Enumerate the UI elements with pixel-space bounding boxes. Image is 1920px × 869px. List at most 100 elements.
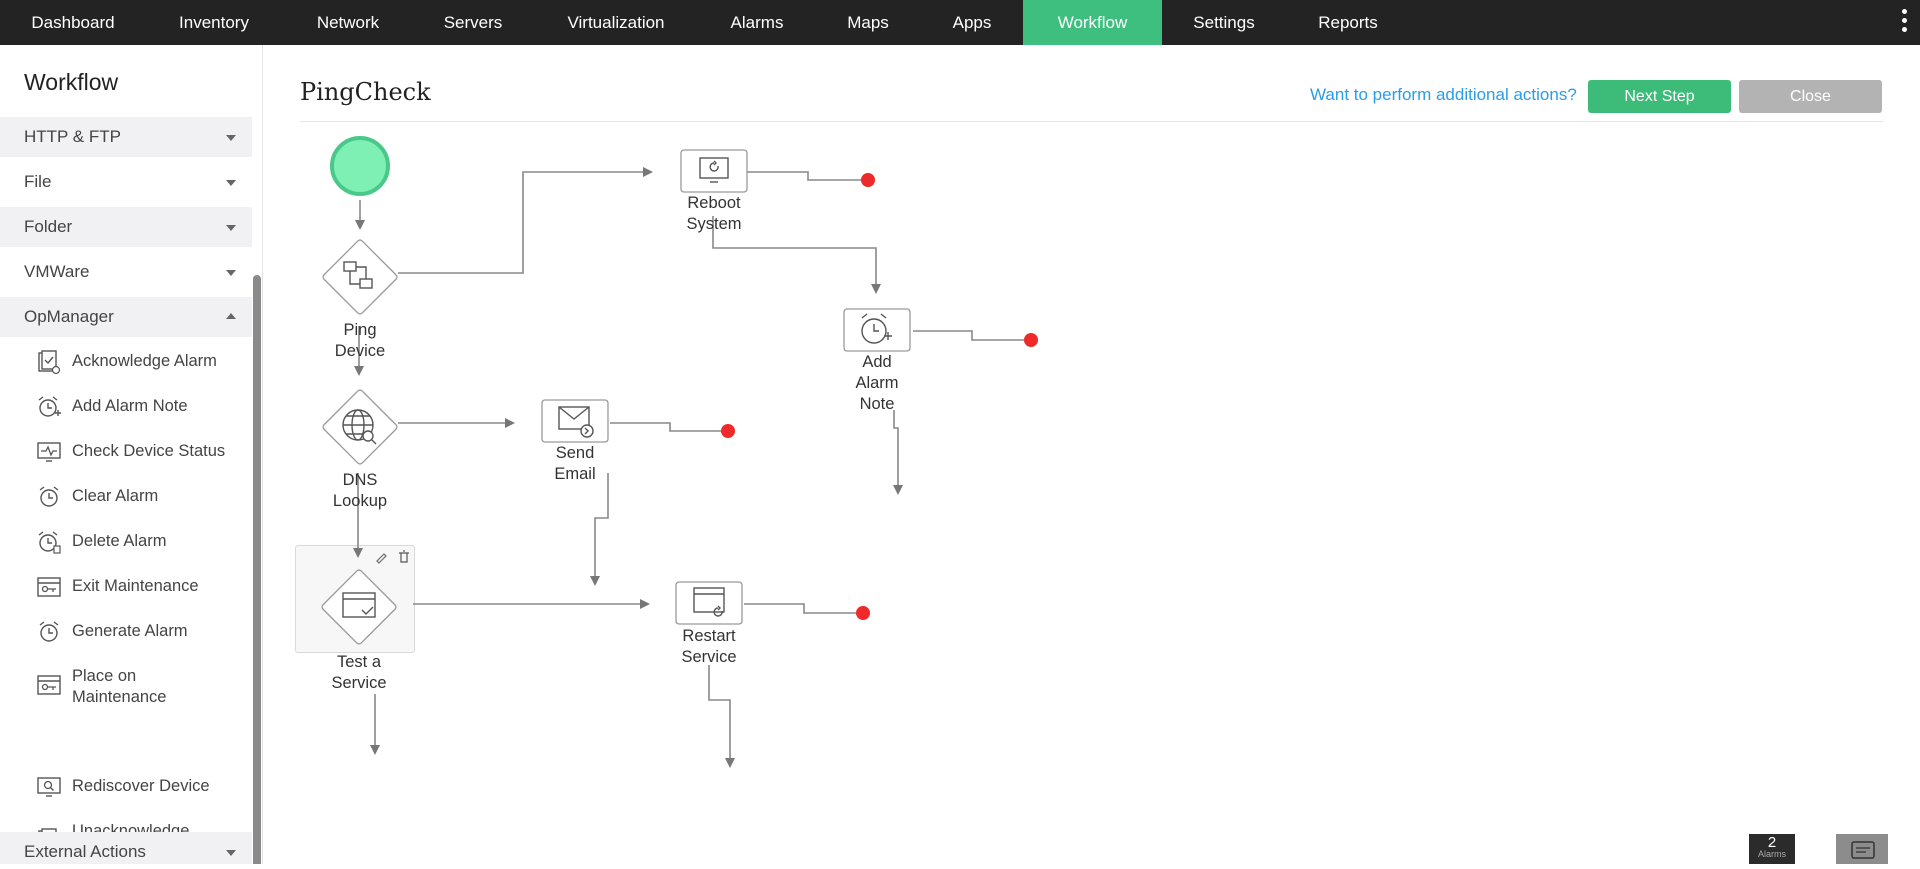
top-nav: Dashboard Inventory Network Servers Virt…	[0, 0, 1920, 45]
action-label: Exit Maintenance	[72, 577, 199, 595]
check-device-status-icon	[37, 442, 61, 462]
category-http-ftp[interactable]: HTTP & FTP	[0, 117, 252, 157]
category-file[interactable]: File	[0, 162, 252, 202]
end-node-note	[1024, 333, 1038, 347]
nav-inventory[interactable]: Inventory	[179, 13, 249, 32]
node-label-add-alarm-note: Add Alarm Note	[855, 353, 899, 413]
send-email-node	[541, 399, 609, 443]
rediscover-device-icon	[37, 777, 61, 797]
nav-settings[interactable]: Settings	[1193, 13, 1255, 32]
nav-apps[interactable]: Apps	[952, 13, 992, 32]
action-clear-alarm[interactable]: Clear Alarm	[36, 484, 250, 514]
action-rediscover-device[interactable]: Rediscover Device	[36, 774, 250, 804]
node-label-reboot-system: Reboot System	[686, 194, 742, 233]
action-place-on-maintenance[interactable]: Place on Maintenance	[36, 664, 250, 709]
action-label: Clear Alarm	[72, 487, 159, 505]
chat-bubble-icon	[1851, 841, 1875, 859]
chevron-down-icon	[226, 135, 236, 141]
chevron-down-icon	[226, 850, 236, 856]
connector-restart-out	[708, 665, 735, 768]
node-label-send-email: Send Email	[554, 444, 596, 483]
sidebar: Workflow HTTP & FTP File Folder VMWare O…	[0, 45, 263, 864]
nav-servers[interactable]: Servers	[443, 13, 503, 32]
connector-email-restart	[590, 473, 609, 586]
ping-device-node	[322, 239, 398, 315]
selected-node-box	[295, 545, 415, 653]
connectors	[353, 167, 1031, 768]
restart-service-icon	[693, 587, 725, 617]
generate-alarm-icon	[39, 621, 59, 642]
email-icon	[558, 406, 594, 438]
end-node-email	[721, 424, 735, 438]
node-label-restart-service: Restart Service	[681, 627, 737, 666]
nav-workflow[interactable]: Workflow	[1023, 0, 1162, 45]
end-node-restart	[856, 606, 870, 620]
action-label: Place on Maintenance	[72, 667, 167, 706]
connector-note-out	[893, 410, 903, 495]
action-label: Rediscover Device	[72, 777, 210, 795]
alarm-count-widget[interactable]: 2 Alarms	[1749, 834, 1795, 864]
delete-alarm-icon	[38, 531, 61, 554]
category-label: VMWare	[24, 262, 90, 281]
chevron-up-icon	[226, 313, 236, 319]
nav-virtualization[interactable]: Virtualization	[567, 13, 665, 32]
node-label-ping-device: Ping Device	[334, 321, 386, 360]
node-label-dns-lookup: DNS Lookup	[332, 471, 388, 510]
action-generate-alarm[interactable]: Generate Alarm	[36, 619, 250, 649]
node-label-test-service: Test a Service	[331, 653, 387, 692]
reboot-system-node	[680, 149, 748, 193]
action-delete-alarm[interactable]: Delete Alarm	[36, 529, 250, 559]
alarm-label: Alarms	[1757, 849, 1786, 859]
category-label: File	[24, 172, 52, 191]
chevron-down-icon	[226, 225, 236, 231]
nav-reports[interactable]: Reports	[1318, 13, 1378, 32]
category-vmware[interactable]: VMWare	[0, 252, 252, 292]
network-devices-icon	[343, 261, 373, 289]
add-alarm-note-icon	[38, 396, 61, 417]
next-step-button[interactable]: Next Step	[1588, 80, 1731, 113]
connector-email-end	[610, 422, 728, 432]
header-divider	[300, 121, 1883, 122]
exit-maintenance-icon	[37, 577, 61, 597]
reboot-monitor-icon	[699, 157, 729, 183]
chat-icon[interactable]	[1836, 834, 1888, 864]
chevron-down-icon	[226, 270, 236, 276]
category-external-actions[interactable]: External Actions	[0, 832, 252, 864]
category-label: Folder	[24, 217, 73, 236]
chevron-down-icon	[226, 180, 236, 186]
connector-ping-reboot	[398, 167, 653, 274]
nav-maps[interactable]: Maps	[847, 13, 889, 32]
additional-actions-link[interactable]: Want to perform additional actions?	[1310, 85, 1577, 104]
action-label: Generate Alarm	[72, 622, 188, 640]
alarm-count: 2	[1767, 834, 1777, 851]
workflow-title: PingCheck	[300, 78, 431, 106]
start-node	[330, 136, 390, 196]
add-alarm-note-node	[843, 308, 911, 352]
category-label: OpManager	[24, 307, 114, 326]
nav-dashboard[interactable]: Dashboard	[31, 13, 115, 32]
category-opmanager[interactable]: OpManager	[0, 297, 252, 337]
alarm-clock-plus-icon	[861, 313, 892, 344]
action-exit-maintenance[interactable]: Exit Maintenance	[36, 574, 250, 604]
connector-note-end	[913, 330, 1031, 341]
category-folder[interactable]: Folder	[0, 207, 252, 247]
globe-search-icon	[342, 409, 377, 445]
close-button[interactable]: Close	[1739, 80, 1882, 113]
action-check-device-status[interactable]: Check Device Status	[36, 439, 250, 469]
place-on-maintenance-icon	[37, 675, 61, 695]
category-label: External Actions	[24, 842, 146, 861]
action-acknowledge-alarm[interactable]: Acknowledge Alarm	[36, 349, 250, 379]
action-label: Add Alarm Note	[72, 397, 188, 415]
action-label: Acknowledge Alarm	[72, 352, 217, 370]
action-label: Delete Alarm	[72, 532, 167, 550]
dns-lookup-node	[322, 389, 398, 465]
nav-network[interactable]: Network	[316, 13, 380, 32]
connector-restart-end	[744, 603, 863, 614]
more-menu-icon[interactable]	[1902, 9, 1908, 37]
sidebar-scrollbar[interactable]	[253, 275, 261, 864]
action-add-alarm-note[interactable]: Add Alarm Note	[36, 394, 250, 424]
acknowledge-alarm-icon	[38, 350, 61, 375]
connector-reboot-end	[747, 171, 868, 181]
nav-alarms[interactable]: Alarms	[730, 13, 784, 32]
